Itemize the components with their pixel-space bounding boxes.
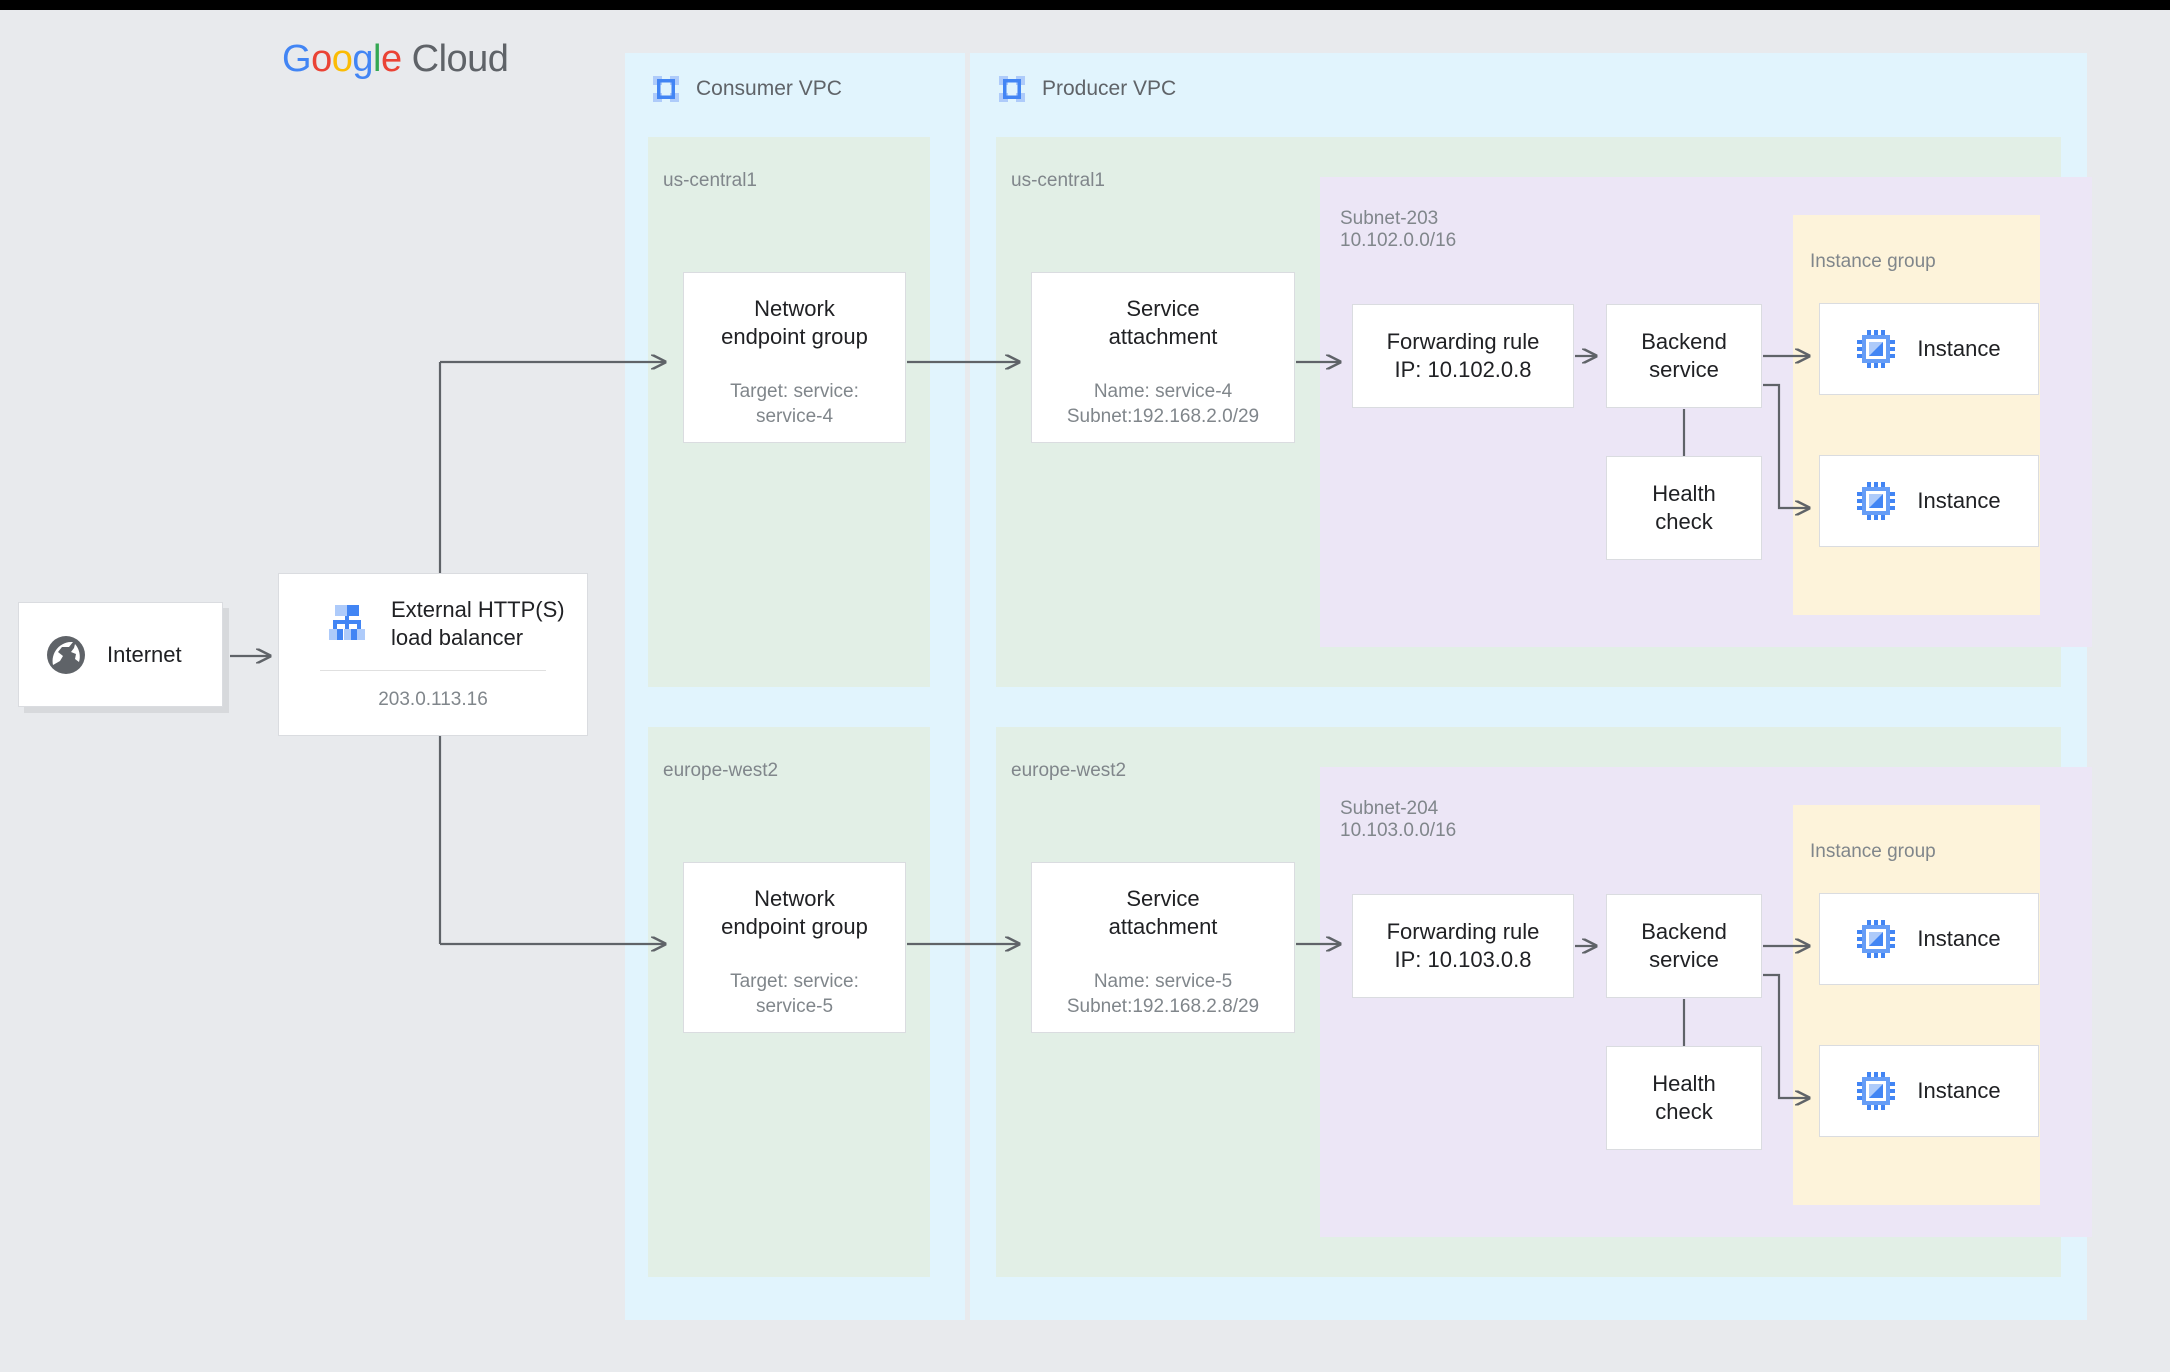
- instance-chip-icon: [1857, 330, 1896, 368]
- health-check-box-us-central1[interactable]: Health check: [1606, 456, 1762, 560]
- instance-box-us-central1-2[interactable]: Instance: [1819, 455, 2039, 547]
- neg-sub-us-central1: Target: service: service-4: [730, 381, 859, 427]
- health-check-box-europe-west2[interactable]: Health check: [1606, 1046, 1762, 1150]
- instance-box-us-central1-1[interactable]: Instance: [1819, 303, 2039, 395]
- instance-label-europe-west2-1: Instance: [1917, 926, 2001, 951]
- instance-label-us-central1-1: Instance: [1917, 336, 2001, 361]
- globe-icon: [45, 634, 87, 676]
- forwarding-rule-title-us-central1: Forwarding rule IP: 10.102.0.8: [1386, 329, 1540, 382]
- instance-group-panel-us-central1: [1793, 215, 2040, 615]
- producer-vpc-label: Producer VPC: [1042, 77, 1177, 100]
- health-check-title-europe-west2: Health check: [1652, 1071, 1716, 1124]
- neg-title-us-central1: Network endpoint group: [721, 296, 868, 349]
- health-check-title-us-central1: Health check: [1652, 481, 1716, 534]
- service-attachment-box-us-central1[interactable]: Service attachment Name: service-4 Subne…: [1031, 272, 1295, 443]
- service-attachment-title-europe-west2: Service attachment: [1108, 886, 1218, 939]
- instance-chip-icon: [1857, 920, 1896, 958]
- instance-label-europe-west2-2: Instance: [1917, 1078, 2001, 1103]
- internet-box[interactable]: Internet: [18, 602, 223, 707]
- consumer-vpc-label: Consumer VPC: [696, 77, 842, 100]
- instance-chip-icon: [1857, 1072, 1896, 1110]
- top-black-bar: [0, 0, 2170, 10]
- instance-label-us-central1-2: Instance: [1917, 488, 2001, 513]
- load-balancer-ip: 203.0.113.16: [378, 689, 488, 710]
- neg-title-europe-west2: Network endpoint group: [721, 886, 868, 939]
- load-balancer-divider: [320, 670, 546, 671]
- instance-box-europe-west2-1[interactable]: Instance: [1819, 893, 2039, 985]
- backend-service-title-us-central1: Backend service: [1641, 329, 1727, 382]
- instance-group-panel-europe-west2: [1793, 805, 2040, 1205]
- neg-box-europe-west2[interactable]: Network endpoint group Target: service: …: [683, 862, 906, 1033]
- consumer-region-us-central1-label: us-central1: [663, 170, 757, 191]
- google-cloud-logo: Google Cloud: [282, 38, 509, 80]
- instance-box-europe-west2-2[interactable]: Instance: [1819, 1045, 2039, 1137]
- consumer-region-europe-west2-label: europe-west2: [663, 760, 779, 781]
- instance-group-label-us-central1: Instance group: [1810, 251, 1936, 272]
- internet-label: Internet: [107, 641, 182, 667]
- service-attachment-sub-us-central1: Name: service-4 Subnet:192.168.2.0/29: [1066, 381, 1260, 427]
- producer-region-europe-west2-label: europe-west2: [1011, 760, 1127, 781]
- forwarding-rule-box-europe-west2[interactable]: Forwarding rule IP: 10.103.0.8: [1352, 894, 1574, 998]
- forwarding-rule-title-europe-west2: Forwarding rule IP: 10.103.0.8: [1386, 919, 1540, 972]
- neg-sub-europe-west2: Target: service: service-5: [730, 971, 859, 1017]
- producer-vpc-header: Producer VPC: [996, 73, 1176, 105]
- vpc-icon: [996, 73, 1028, 105]
- backend-service-box-europe-west2[interactable]: Backend service: [1606, 894, 1762, 998]
- service-attachment-title-us-central1: Service attachment: [1108, 296, 1218, 349]
- neg-box-us-central1[interactable]: Network endpoint group Target: service: …: [683, 272, 906, 443]
- service-attachment-sub-europe-west2: Name: service-5 Subnet:192.168.2.8/29: [1066, 971, 1260, 1017]
- instance-chip-icon: [1857, 482, 1896, 520]
- instance-group-label-europe-west2: Instance group: [1810, 841, 1936, 862]
- service-attachment-box-europe-west2[interactable]: Service attachment Name: service-5 Subne…: [1031, 862, 1295, 1033]
- load-balancer-title: External HTTP(S) load balancer: [391, 597, 565, 650]
- subnet-204-label: Subnet-204 10.103.0.0/16: [1340, 798, 1457, 841]
- load-balancer-icon: [327, 603, 369, 645]
- backend-service-box-us-central1[interactable]: Backend service: [1606, 304, 1762, 408]
- backend-service-title-europe-west2: Backend service: [1641, 919, 1727, 972]
- producer-region-us-central1-label: us-central1: [1011, 170, 1105, 191]
- vpc-icon: [650, 73, 682, 105]
- forwarding-rule-box-us-central1[interactable]: Forwarding rule IP: 10.102.0.8: [1352, 304, 1574, 408]
- subnet-203-label: Subnet-203 10.102.0.0/16: [1340, 208, 1457, 251]
- load-balancer-box[interactable]: External HTTP(S) load balancer 203.0.113…: [278, 573, 588, 736]
- logo-cloud-word: Cloud: [411, 38, 509, 80]
- consumer-vpc-header: Consumer VPC: [650, 73, 842, 105]
